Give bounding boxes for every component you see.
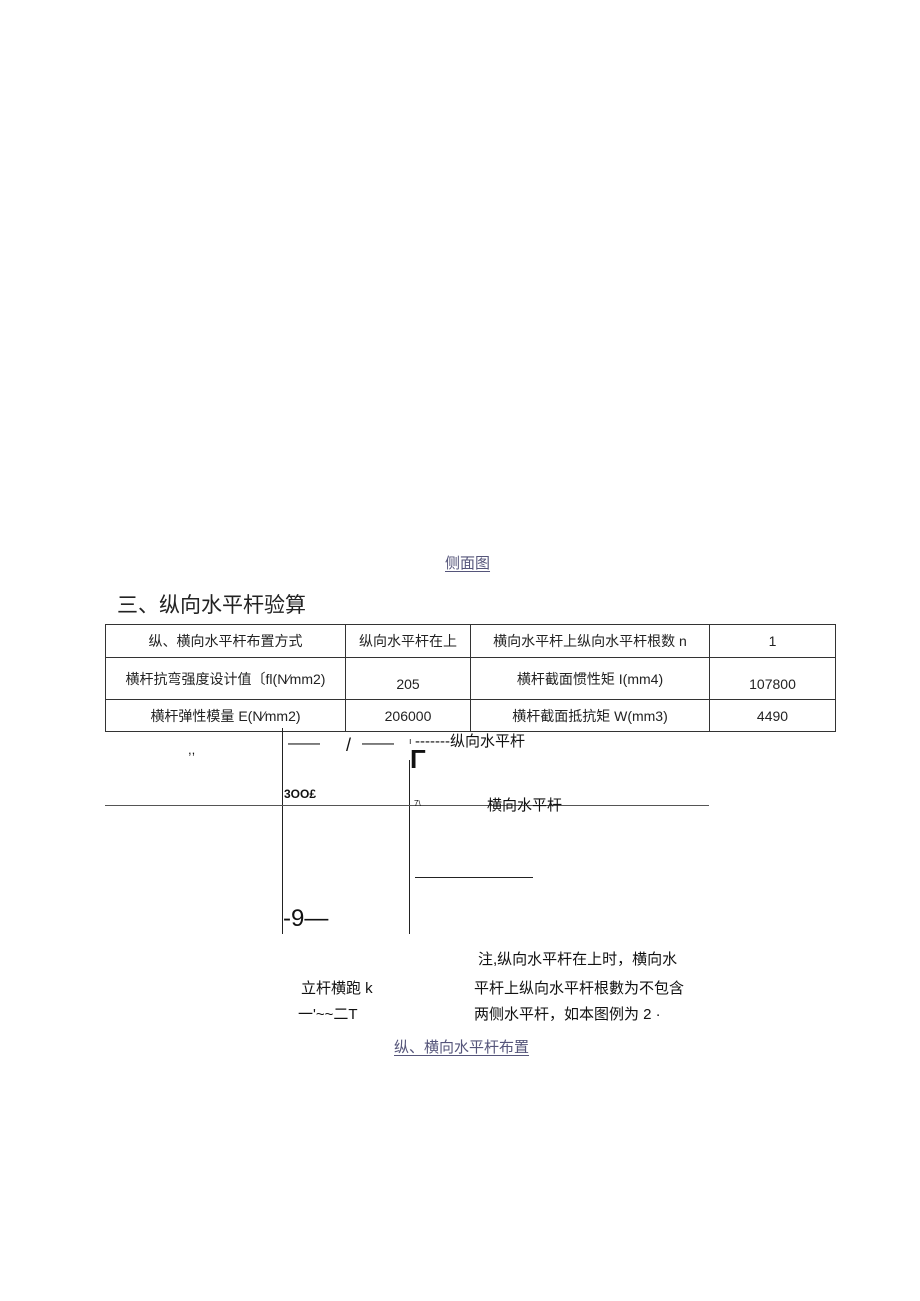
table-cell: 纵、横向水平杆布置方式 xyxy=(105,624,346,658)
top-dashes-left: —— xyxy=(288,735,320,752)
small-mark: 7\ xyxy=(414,799,421,808)
table-row: 纵、横向水平杆布置方式 纵向水平杆在上 横向水平杆上纵向水平杆根数 n 1 xyxy=(105,624,836,658)
bar-layout-caption: 纵、横向水平杆布置 xyxy=(394,1038,530,1056)
table-cell: 纵向水平杆在上 xyxy=(345,624,471,658)
bottom-marks-label: 一'~~二T xyxy=(298,1006,358,1023)
table-row: 横杆抗弯强度设计值〔fl(N∕mm2) 205 横杆截面惯性矩 I(mm4) 1… xyxy=(105,657,836,700)
note-line-2: 平杆上纵向水平杆根數为不包含 xyxy=(474,980,685,997)
tick-mark: ı xyxy=(409,736,412,746)
note-line-3: 两侧水平杆，如本图例为 2 · xyxy=(474,1006,661,1023)
top-dashes-right: —— xyxy=(362,735,394,752)
table-cell: 4490 xyxy=(709,699,836,732)
table-cell: 横杆截面惯性矩 I(mm4) xyxy=(470,657,710,700)
side-view-caption: 侧面图 xyxy=(445,554,491,572)
pole-line-right xyxy=(409,760,410,934)
dimension-3000-label: 3OO£ xyxy=(284,787,317,801)
longitudinal-bar-label: -------纵向水平杆 xyxy=(415,733,525,750)
table-cell: 横杆抗弯强度设计值〔fl(N∕mm2) xyxy=(105,657,346,700)
minus-nine-label: -9— xyxy=(283,905,329,932)
section-title: 三、纵向水平杆验算 xyxy=(117,593,306,617)
table-cell: 205 xyxy=(345,657,471,700)
pole-spacing-label: 立杆横跑 k xyxy=(301,980,373,997)
table-cell: 1 xyxy=(709,624,836,658)
transverse-bar-label: 横向水平杆 xyxy=(487,797,563,814)
transverse-bar-line xyxy=(105,805,709,806)
top-slash: / xyxy=(346,735,352,755)
table-row: 横杆弹性模量 E(N∕mm2) 206000 横杆截面抵抗矩 W(mm3) 44… xyxy=(105,699,836,732)
table-cell: 横向水平杆上纵向水平杆根数 n xyxy=(470,624,710,658)
table-cell: 横杆弹性模量 E(N∕mm2) xyxy=(105,699,346,732)
gamma-mark: Γ xyxy=(410,744,426,774)
params-table: 纵、横向水平杆布置方式 纵向水平杆在上 横向水平杆上纵向水平杆根数 n 1 横杆… xyxy=(105,624,836,732)
short-bar-line xyxy=(415,877,533,878)
note-line-1: 注,纵向水平杆在上时，横向水 xyxy=(478,951,678,968)
table-cell: 206000 xyxy=(345,699,471,732)
table-cell: 横杆截面抵抗矩 W(mm3) xyxy=(470,699,710,732)
pole-line-left xyxy=(282,728,283,934)
quote-mark: ,, xyxy=(188,742,196,757)
table-cell: 107800 xyxy=(709,657,836,700)
